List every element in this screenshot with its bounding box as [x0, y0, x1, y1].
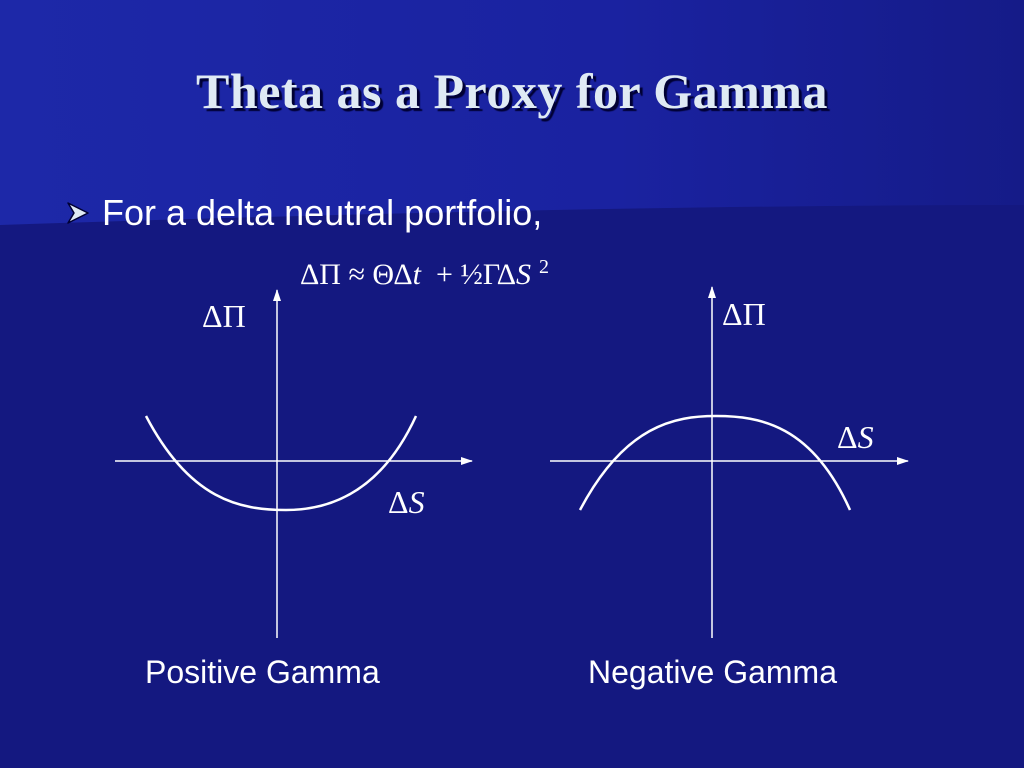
negative-gamma-caption: Negative Gamma: [588, 654, 837, 690]
positive-x-variable: S: [408, 484, 425, 520]
slide-title: Theta as a Proxy for Gamma: [196, 63, 828, 119]
formula-left: ΔΠ ≈ ΘΔ: [300, 258, 413, 291]
bullet-text: For a delta neutral portfolio,: [102, 192, 543, 233]
background-gradient: [0, 0, 1024, 225]
negative-gamma-curve: [578, 414, 852, 511]
negative-x-variable: S: [857, 419, 874, 455]
positive-y-axis-label: ΔΠ: [202, 298, 246, 334]
positive-x-axis-label: ΔS: [388, 484, 425, 521]
bullet-item: For a delta neutral portfolio,: [64, 192, 542, 234]
formula-t-variable: t: [412, 258, 421, 291]
positive-x-delta: Δ: [388, 484, 409, 520]
positive-gamma-caption: Positive Gamma: [145, 654, 380, 690]
negative-x-axis-label: ΔS: [837, 419, 874, 456]
negative-x-delta: Δ: [837, 419, 858, 455]
formula-exponent: 2: [539, 256, 549, 278]
positive-gamma-curve: [144, 415, 418, 512]
negative-y-axis-label: ΔΠ: [722, 296, 766, 332]
formula-s-variable: S: [516, 258, 531, 291]
arrow-bullet-icon: [67, 202, 89, 224]
formula-middle: + ½ΓΔ: [420, 258, 516, 291]
